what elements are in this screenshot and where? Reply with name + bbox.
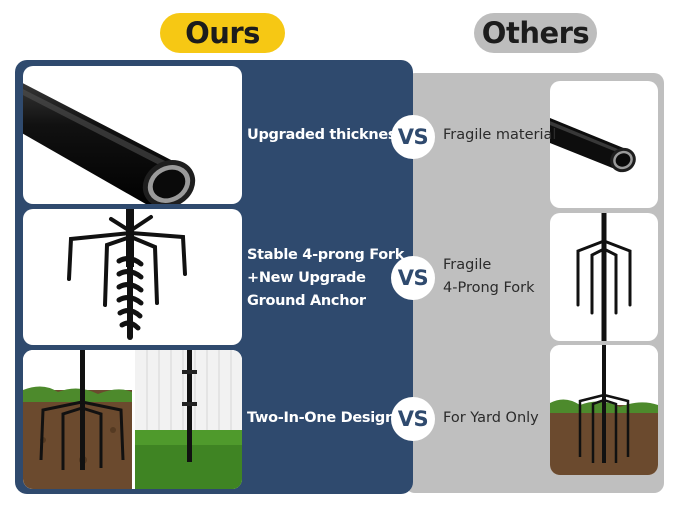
others-feature-line: Fragile material bbox=[443, 127, 557, 143]
others-feature-material: Fragile material bbox=[443, 124, 556, 147]
ours-two-in-one-image bbox=[23, 350, 242, 489]
ours-feature-line: Upgraded thickness bbox=[247, 127, 405, 143]
vs-label: VS bbox=[397, 407, 429, 431]
others-header-label: Others bbox=[481, 16, 590, 50]
ours-feature-line: +New Upgrade bbox=[247, 270, 366, 286]
ours-feature-fork-anchor: Stable 4-prong Fork +New Upgrade Ground … bbox=[247, 244, 404, 313]
ours-header-label: Ours bbox=[185, 16, 260, 50]
vs-badge-row2: VS bbox=[391, 256, 435, 300]
others-feature-line: 4-Prong Fork bbox=[443, 280, 535, 296]
ours-fork-anchor-image bbox=[23, 209, 242, 345]
ours-feature-thickness: Upgraded thickness bbox=[247, 124, 405, 147]
vs-badge-row3: VS bbox=[391, 397, 435, 441]
vs-badge-row1: VS bbox=[391, 115, 435, 159]
ours-feature-two-in-one: Two-In-One Design bbox=[247, 407, 395, 430]
others-header-badge: Others bbox=[474, 13, 597, 53]
vs-label: VS bbox=[397, 125, 429, 149]
others-feature-fork: Fragile 4-Prong Fork bbox=[443, 254, 535, 300]
ours-thick-pipe-image bbox=[23, 66, 242, 204]
others-thin-pipe-image bbox=[550, 81, 658, 208]
others-fork-image bbox=[550, 213, 658, 341]
vs-label: VS bbox=[397, 266, 429, 290]
others-feature-yard: For Yard Only bbox=[443, 407, 539, 430]
others-feature-line: For Yard Only bbox=[443, 410, 539, 426]
ours-feature-line: Two-In-One Design bbox=[247, 410, 396, 426]
ours-header-badge: Ours bbox=[160, 13, 285, 53]
ours-feature-line: Stable 4-prong Fork bbox=[247, 247, 405, 263]
ours-feature-line: Ground Anchor bbox=[247, 293, 366, 309]
others-yard-image bbox=[550, 345, 658, 475]
others-feature-line: Fragile bbox=[443, 257, 492, 273]
